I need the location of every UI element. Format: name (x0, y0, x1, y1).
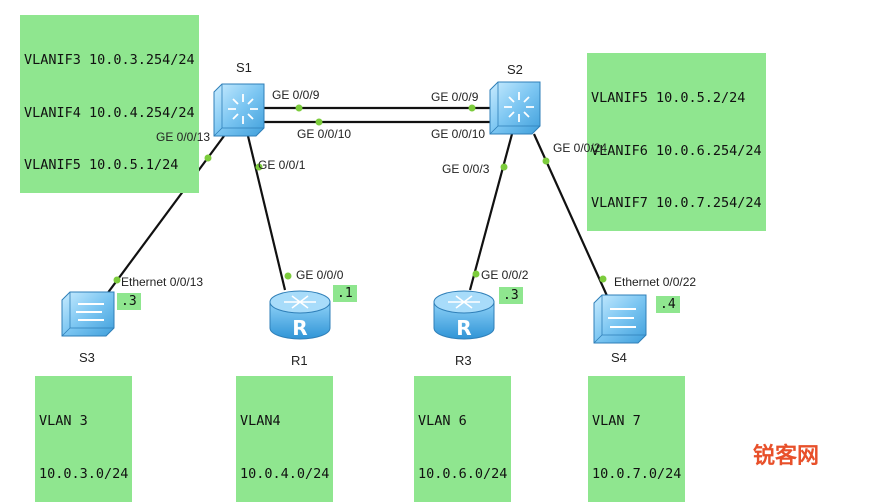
r3-address-tag: .3 (499, 287, 523, 304)
port-label-s2-ge3: GE 0/0/3 (442, 162, 490, 176)
device-label-s4: S4 (611, 350, 627, 365)
router-icon[interactable]: R (433, 290, 495, 340)
link-s1-r1 (246, 135, 287, 291)
note-line: VLANIF5 10.0.5.1/24 (24, 157, 179, 173)
svg-text:R: R (292, 316, 307, 340)
layer3-switch-icon[interactable] (213, 83, 265, 137)
note-line: VLAN 3 (39, 413, 88, 429)
device-label-s3: S3 (79, 350, 95, 365)
vlan3-note: VLAN 3 10.0.3.0/24 (35, 376, 133, 502)
port-dot (472, 270, 480, 278)
port-dot (255, 163, 263, 171)
port-dot (500, 163, 508, 171)
port-dot (599, 275, 607, 283)
port-dot (204, 154, 212, 162)
s3-address-tag: .3 (117, 293, 141, 310)
note-line: VLANIF4 10.0.4.254/24 (24, 104, 195, 121)
device-label-s1: S1 (236, 60, 252, 75)
r1-address-tag: .1 (333, 285, 357, 302)
note-line: 10.0.7.0/24 (592, 465, 682, 482)
port-label-s2-ge9: GE 0/0/9 (431, 90, 479, 104)
s2-vlanif-note: VLANIF5 10.0.5.2/24 VLANIF6 10.0.6.254/2… (587, 53, 766, 231)
port-label-s1-ge10: GE 0/0/10 (297, 127, 352, 141)
port-label-s2-ge24: GE 0/0/24 (553, 141, 608, 155)
port-label-s1-ge13: GE 0/0/13 (156, 130, 211, 144)
port-dot (542, 157, 550, 165)
vlan7-note: VLAN 7 10.0.7.0/24 (588, 376, 686, 502)
port-label-s1-ge1: GE 0/0/1 (258, 158, 306, 172)
note-line: VLAN4 (240, 413, 281, 429)
note-line: 10.0.6.0/24 (418, 465, 508, 482)
layer3-switch-icon[interactable] (489, 81, 541, 135)
note-line: VLAN 6 (418, 413, 467, 429)
note-line: VLANIF6 10.0.6.254/24 (591, 142, 762, 159)
note-line: VLAN 7 (592, 413, 641, 429)
watermark-logo: 锐客网 (753, 444, 820, 469)
port-label-s3-eth13: Ethernet 0/0/13 (121, 275, 204, 289)
note-line: VLANIF3 10.0.3.254/24 (24, 52, 195, 68)
note-line: 10.0.3.0/24 (39, 465, 129, 482)
note-line: VLANIF5 10.0.5.2/24 (591, 90, 746, 106)
port-label-r1-ge0: GE 0/0/0 (296, 268, 344, 282)
port-dot (315, 118, 323, 126)
device-label-r3: R3 (455, 353, 472, 368)
note-line: VLANIF7 10.0.7.254/24 (591, 195, 762, 211)
note-line: 10.0.4.0/24 (240, 465, 330, 482)
port-label-s1-ge9: GE 0/0/9 (272, 88, 320, 102)
port-dot (284, 272, 292, 280)
vlan6-note: VLAN 6 10.0.6.0/24 (414, 376, 512, 502)
s1-vlanif-note: VLANIF3 10.0.3.254/24 VLANIF4 10.0.4.254… (20, 15, 199, 193)
port-dot (295, 104, 303, 112)
port-dot (468, 104, 476, 112)
layer2-switch-icon[interactable] (593, 294, 647, 344)
port-label-s4-eth22: Ethernet 0/0/22 (614, 275, 697, 289)
device-label-s2: S2 (507, 62, 523, 77)
device-label-r1: R1 (291, 353, 308, 368)
vlan4-note: VLAN4 10.0.4.0/24 (236, 376, 334, 502)
router-icon[interactable]: R (269, 290, 331, 340)
link-s1-s3 (103, 135, 225, 299)
port-dot (113, 276, 121, 284)
port-label-r3-ge2: GE 0/0/2 (481, 268, 529, 282)
svg-text:R: R (456, 316, 471, 340)
s4-address-tag: .4 (656, 296, 680, 313)
topology-canvas: R R (61, 81, 647, 344)
layer2-switch-icon[interactable] (61, 291, 115, 337)
port-label-s2-ge10: GE 0/0/10 (431, 127, 486, 141)
link-s2-r3 (468, 133, 514, 291)
